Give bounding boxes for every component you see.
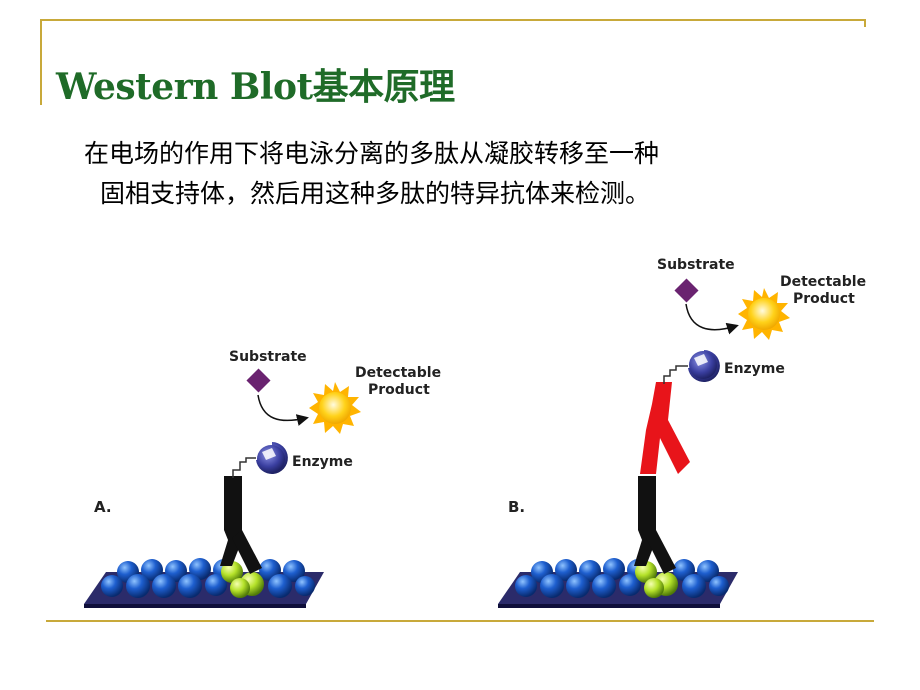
substrate-label-b: Substrate xyxy=(657,257,735,273)
frame-right-line xyxy=(864,19,866,27)
reaction-arrow-b xyxy=(685,303,739,335)
product-label-2-b: Product xyxy=(793,291,855,307)
frame-bottom-line xyxy=(46,620,874,622)
enzyme-label-b: Enzyme xyxy=(724,361,785,377)
reaction-arrow-a xyxy=(257,394,309,426)
product-label-2-a: Product xyxy=(368,382,430,398)
bead-row-front-b xyxy=(515,574,729,598)
primary-antibody-b xyxy=(634,476,676,574)
primary-antibody-a xyxy=(220,476,262,574)
substrate-b xyxy=(674,278,699,303)
panel-b-label: B. xyxy=(508,498,525,516)
substrate-label-a: Substrate xyxy=(229,349,307,365)
substrate-a xyxy=(246,368,271,393)
panel-a-label: A. xyxy=(94,498,112,516)
panel-b: B. xyxy=(498,257,866,608)
linker-a xyxy=(232,457,256,478)
body-text-line-1: 在电场的作用下将电泳分离的多肽从凝胶转移至一种 xyxy=(84,139,660,168)
product-label-1-a: Detectable xyxy=(355,365,441,381)
secondary-antibody-b xyxy=(640,382,690,474)
target-protein-b xyxy=(635,561,678,598)
enzyme-label-a: Enzyme xyxy=(292,454,353,470)
enzyme-a xyxy=(256,442,288,474)
slide-title: Western Blot基本原理 xyxy=(56,66,455,108)
bead-row-front-a xyxy=(101,574,315,598)
detectable-product-b xyxy=(738,288,790,340)
frame-left-line xyxy=(40,19,42,105)
body-text-line-2: 固相支持体，然后用这种多肽的特异抗体来检测。 xyxy=(100,179,651,208)
linker-b xyxy=(663,365,688,384)
enzyme-b xyxy=(688,350,720,382)
frame-top-line xyxy=(40,19,866,21)
detectable-product-a xyxy=(309,382,361,434)
product-label-1-b: Detectable xyxy=(780,274,866,290)
target-protein-a xyxy=(221,561,264,598)
panel-a: A. xyxy=(84,349,441,608)
